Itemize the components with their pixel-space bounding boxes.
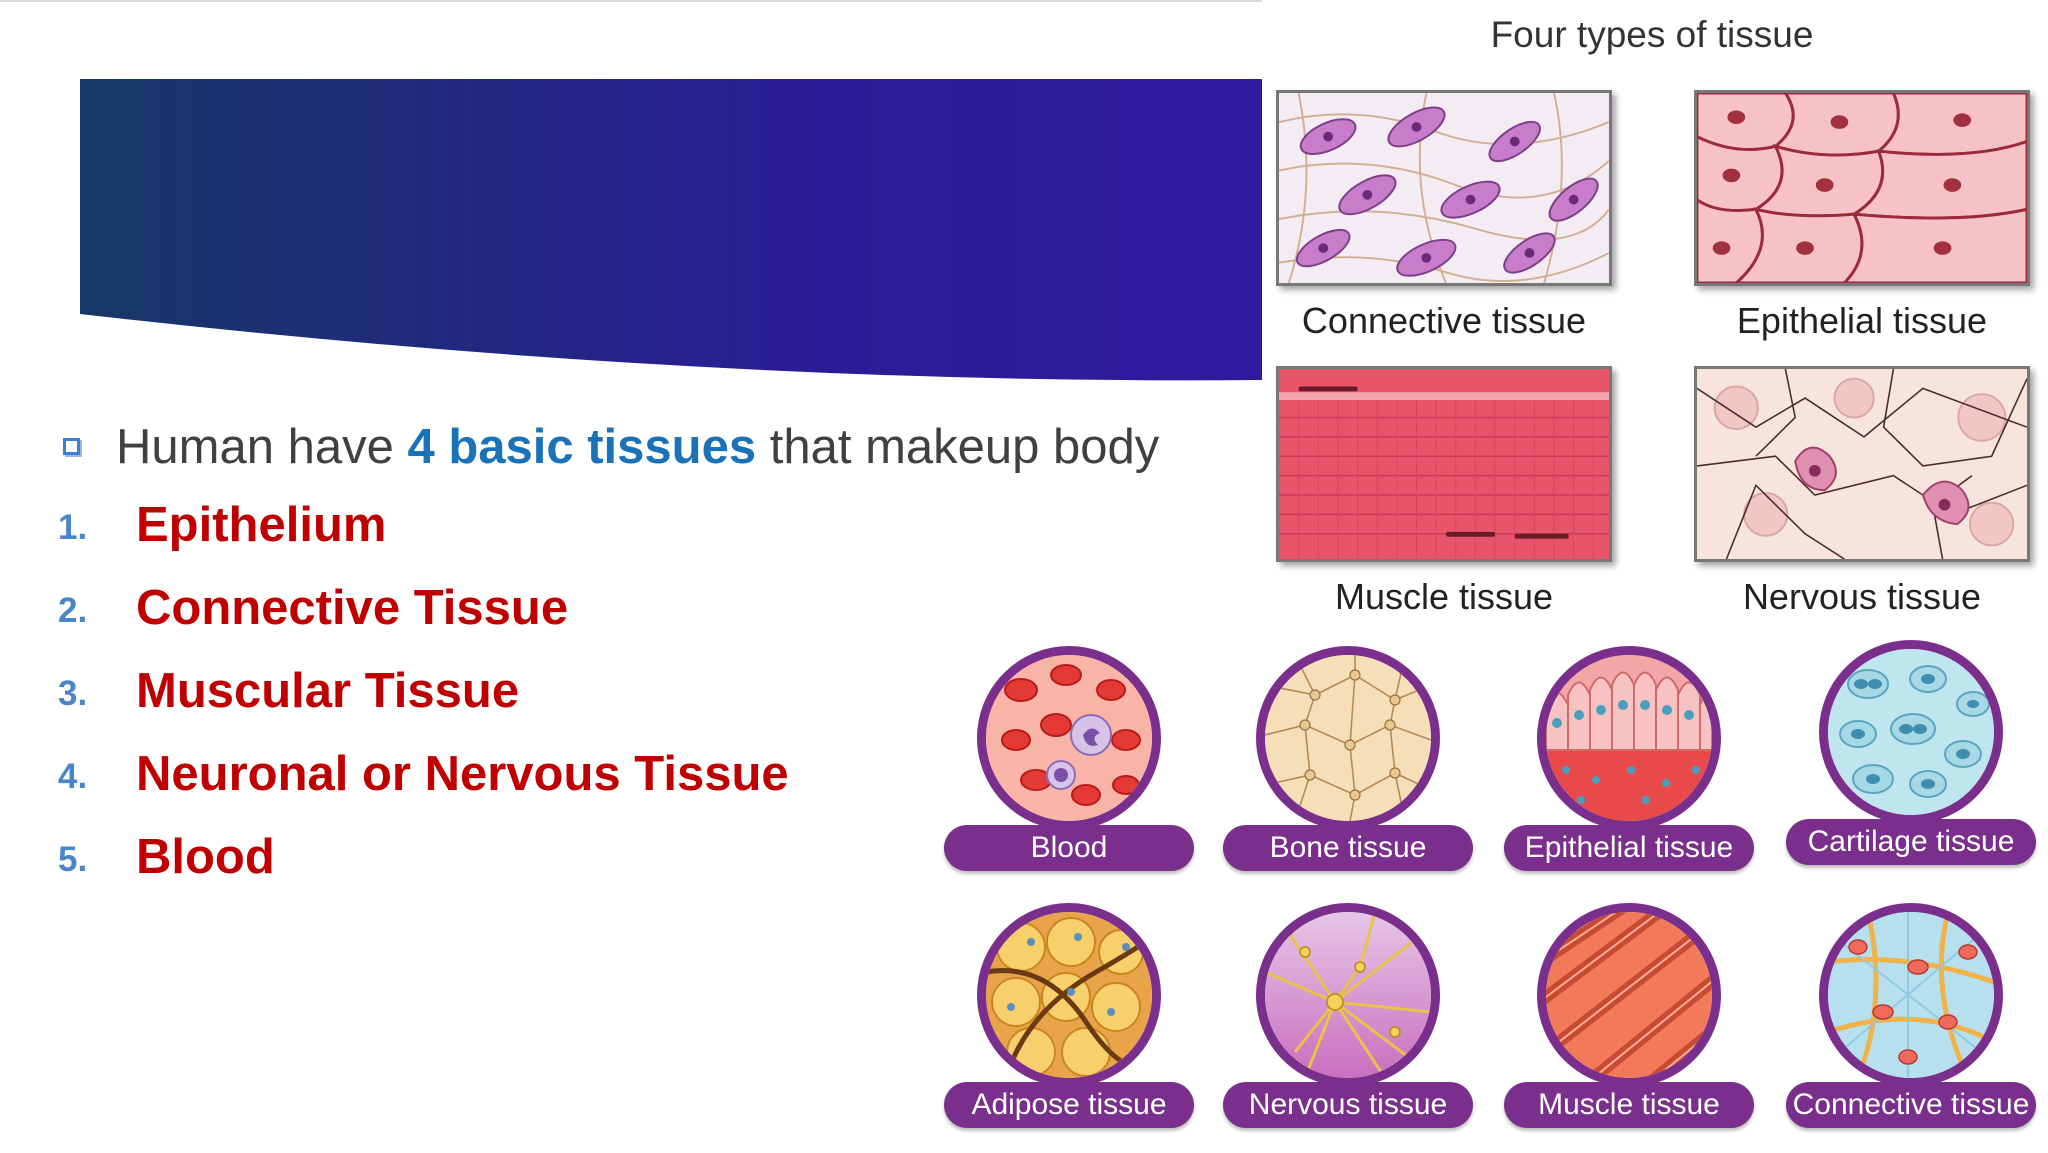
circle-epithelial: Epithelial tissue — [1504, 646, 1754, 896]
circle-label: Epithelial tissue — [1504, 825, 1754, 871]
list-item: 2. Connective Tissue — [58, 567, 1258, 650]
top-divider — [0, 0, 1262, 2]
nervous-tissue-circle-image — [1256, 903, 1440, 1087]
list-label: Epithelium — [136, 498, 387, 552]
circle-nervous: Nervous tissue — [1223, 903, 1473, 1153]
tile-caption: Muscle tissue — [1334, 576, 1554, 617]
circle-label: Blood — [944, 825, 1194, 871]
intro-highlight: 4 basic tissues — [407, 420, 757, 474]
tile-caption: Nervous tissue — [1742, 576, 1982, 617]
list-item: 3. Muscular Tissue — [58, 650, 1258, 733]
circle-label: Nervous tissue — [1223, 1082, 1473, 1128]
circle-label: Adipose tissue — [944, 1082, 1194, 1128]
connective-tissue-circle-image — [1819, 903, 2003, 1087]
tile-caption: Epithelial tissue — [1736, 300, 1988, 341]
epithelial-tissue-image — [1694, 90, 2030, 286]
intro-line: Human have 4 basic tissues that makeup b… — [58, 410, 1258, 484]
panel-title: Four types of tissue — [1490, 14, 1814, 55]
square-bullet-icon — [63, 438, 80, 455]
cartilage-tissue-image — [1819, 640, 2003, 824]
bone-tissue-image — [1256, 646, 1440, 830]
circle-connective: Connective tissue — [1786, 903, 2036, 1153]
list-item: 1. Epithelium — [58, 484, 1258, 567]
list-item: 5. Blood — [58, 816, 1258, 899]
epithelial-tissue-circle-image — [1537, 646, 1721, 830]
blood-image — [977, 646, 1161, 830]
tissue-list: Human have 4 basic tissues that makeup b… — [58, 410, 1258, 899]
circle-label: Connective tissue — [1786, 1082, 2036, 1128]
muscle-tissue-circle-image — [1537, 903, 1721, 1087]
list-number: 5. — [58, 840, 88, 879]
circle-blood: Blood — [944, 646, 1194, 896]
muscle-tissue-image — [1276, 366, 1612, 562]
list-number: 4. — [58, 757, 88, 796]
title-banner — [80, 79, 1262, 381]
circle-label: Muscle tissue — [1504, 1082, 1754, 1128]
list-label: Connective Tissue — [136, 581, 569, 635]
intro-prefix: Human have — [116, 420, 408, 474]
list-label: Blood — [136, 830, 275, 884]
list-number: 3. — [58, 674, 88, 713]
list-label: Muscular Tissue — [136, 664, 520, 718]
connective-tissue-image — [1276, 90, 1612, 286]
list-number: 2. — [58, 591, 88, 630]
intro-suffix: that makeup body — [756, 420, 1160, 474]
circle-label: Bone tissue — [1223, 825, 1473, 871]
circle-adipose: Adipose tissue — [944, 903, 1194, 1153]
adipose-tissue-image — [977, 903, 1161, 1087]
list-label: Neuronal or Nervous Tissue — [136, 747, 789, 801]
list-item: 4. Neuronal or Nervous Tissue — [58, 733, 1258, 816]
nervous-tissue-image — [1694, 366, 2030, 562]
list-number: 1. — [58, 508, 88, 547]
circle-muscle: Muscle tissue — [1504, 903, 1754, 1153]
circle-bone: Bone tissue — [1223, 646, 1473, 896]
circle-label: Cartilage tissue — [1786, 819, 2036, 865]
tile-caption: Connective tissue — [1301, 300, 1587, 341]
circle-cartilage: Cartilage tissue — [1786, 640, 2036, 890]
